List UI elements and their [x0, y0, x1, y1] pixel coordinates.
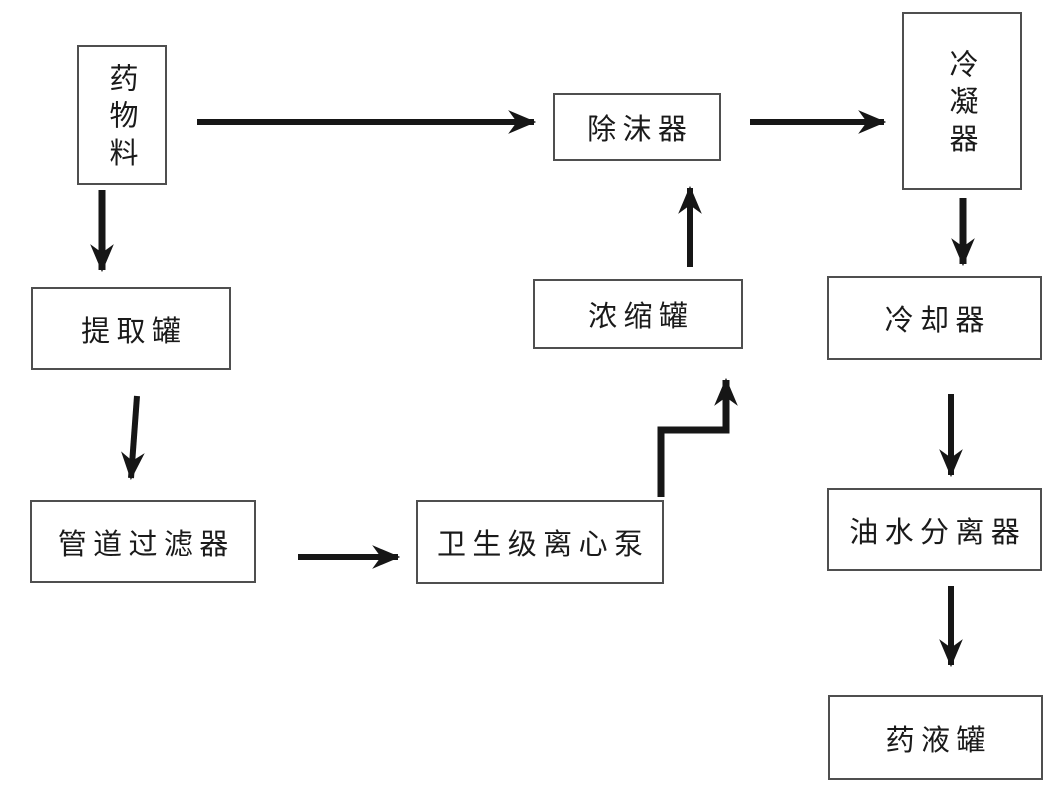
node-extraction-tank: 提取罐 — [31, 287, 231, 370]
node-liquid-medicine-tank: 药液罐 — [828, 695, 1043, 780]
arrow-extraction-tank-to-pipeline-filter — [121, 395, 145, 481]
node-liquid-medicine-tank-label: 药液罐 — [885, 722, 992, 757]
node-material: 药物料 — [77, 45, 167, 185]
node-cooler: 冷却器 — [827, 276, 1042, 360]
node-condenser-label: 冷凝器 — [945, 48, 979, 160]
node-oil-water-separator-label: 油水分离器 — [849, 514, 1027, 549]
node-concentration-tank-label: 浓缩罐 — [588, 299, 695, 333]
node-demister-label: 除沫器 — [587, 112, 694, 146]
node-demister: 除沫器 — [553, 93, 721, 161]
node-condenser: 冷凝器 — [902, 12, 1022, 190]
node-extraction-tank-label: 提取罐 — [81, 313, 188, 348]
node-oil-water-separator: 油水分离器 — [827, 488, 1042, 571]
node-concentration-tank: 浓缩罐 — [533, 279, 743, 349]
node-sanitary-centrifugal-pump: 卫生级离心泵 — [416, 500, 664, 584]
node-sanitary-centrifugal-pump-label: 卫生级离心泵 — [437, 527, 650, 561]
node-pipeline-filter: 管道过滤器 — [30, 500, 256, 583]
node-cooler-label: 冷却器 — [884, 303, 991, 337]
node-material-label: 药物料 — [105, 62, 139, 174]
arrow-pump-to-concentration-tank — [657, 377, 738, 497]
node-pipeline-filter-label: 管道过滤器 — [57, 526, 235, 561]
